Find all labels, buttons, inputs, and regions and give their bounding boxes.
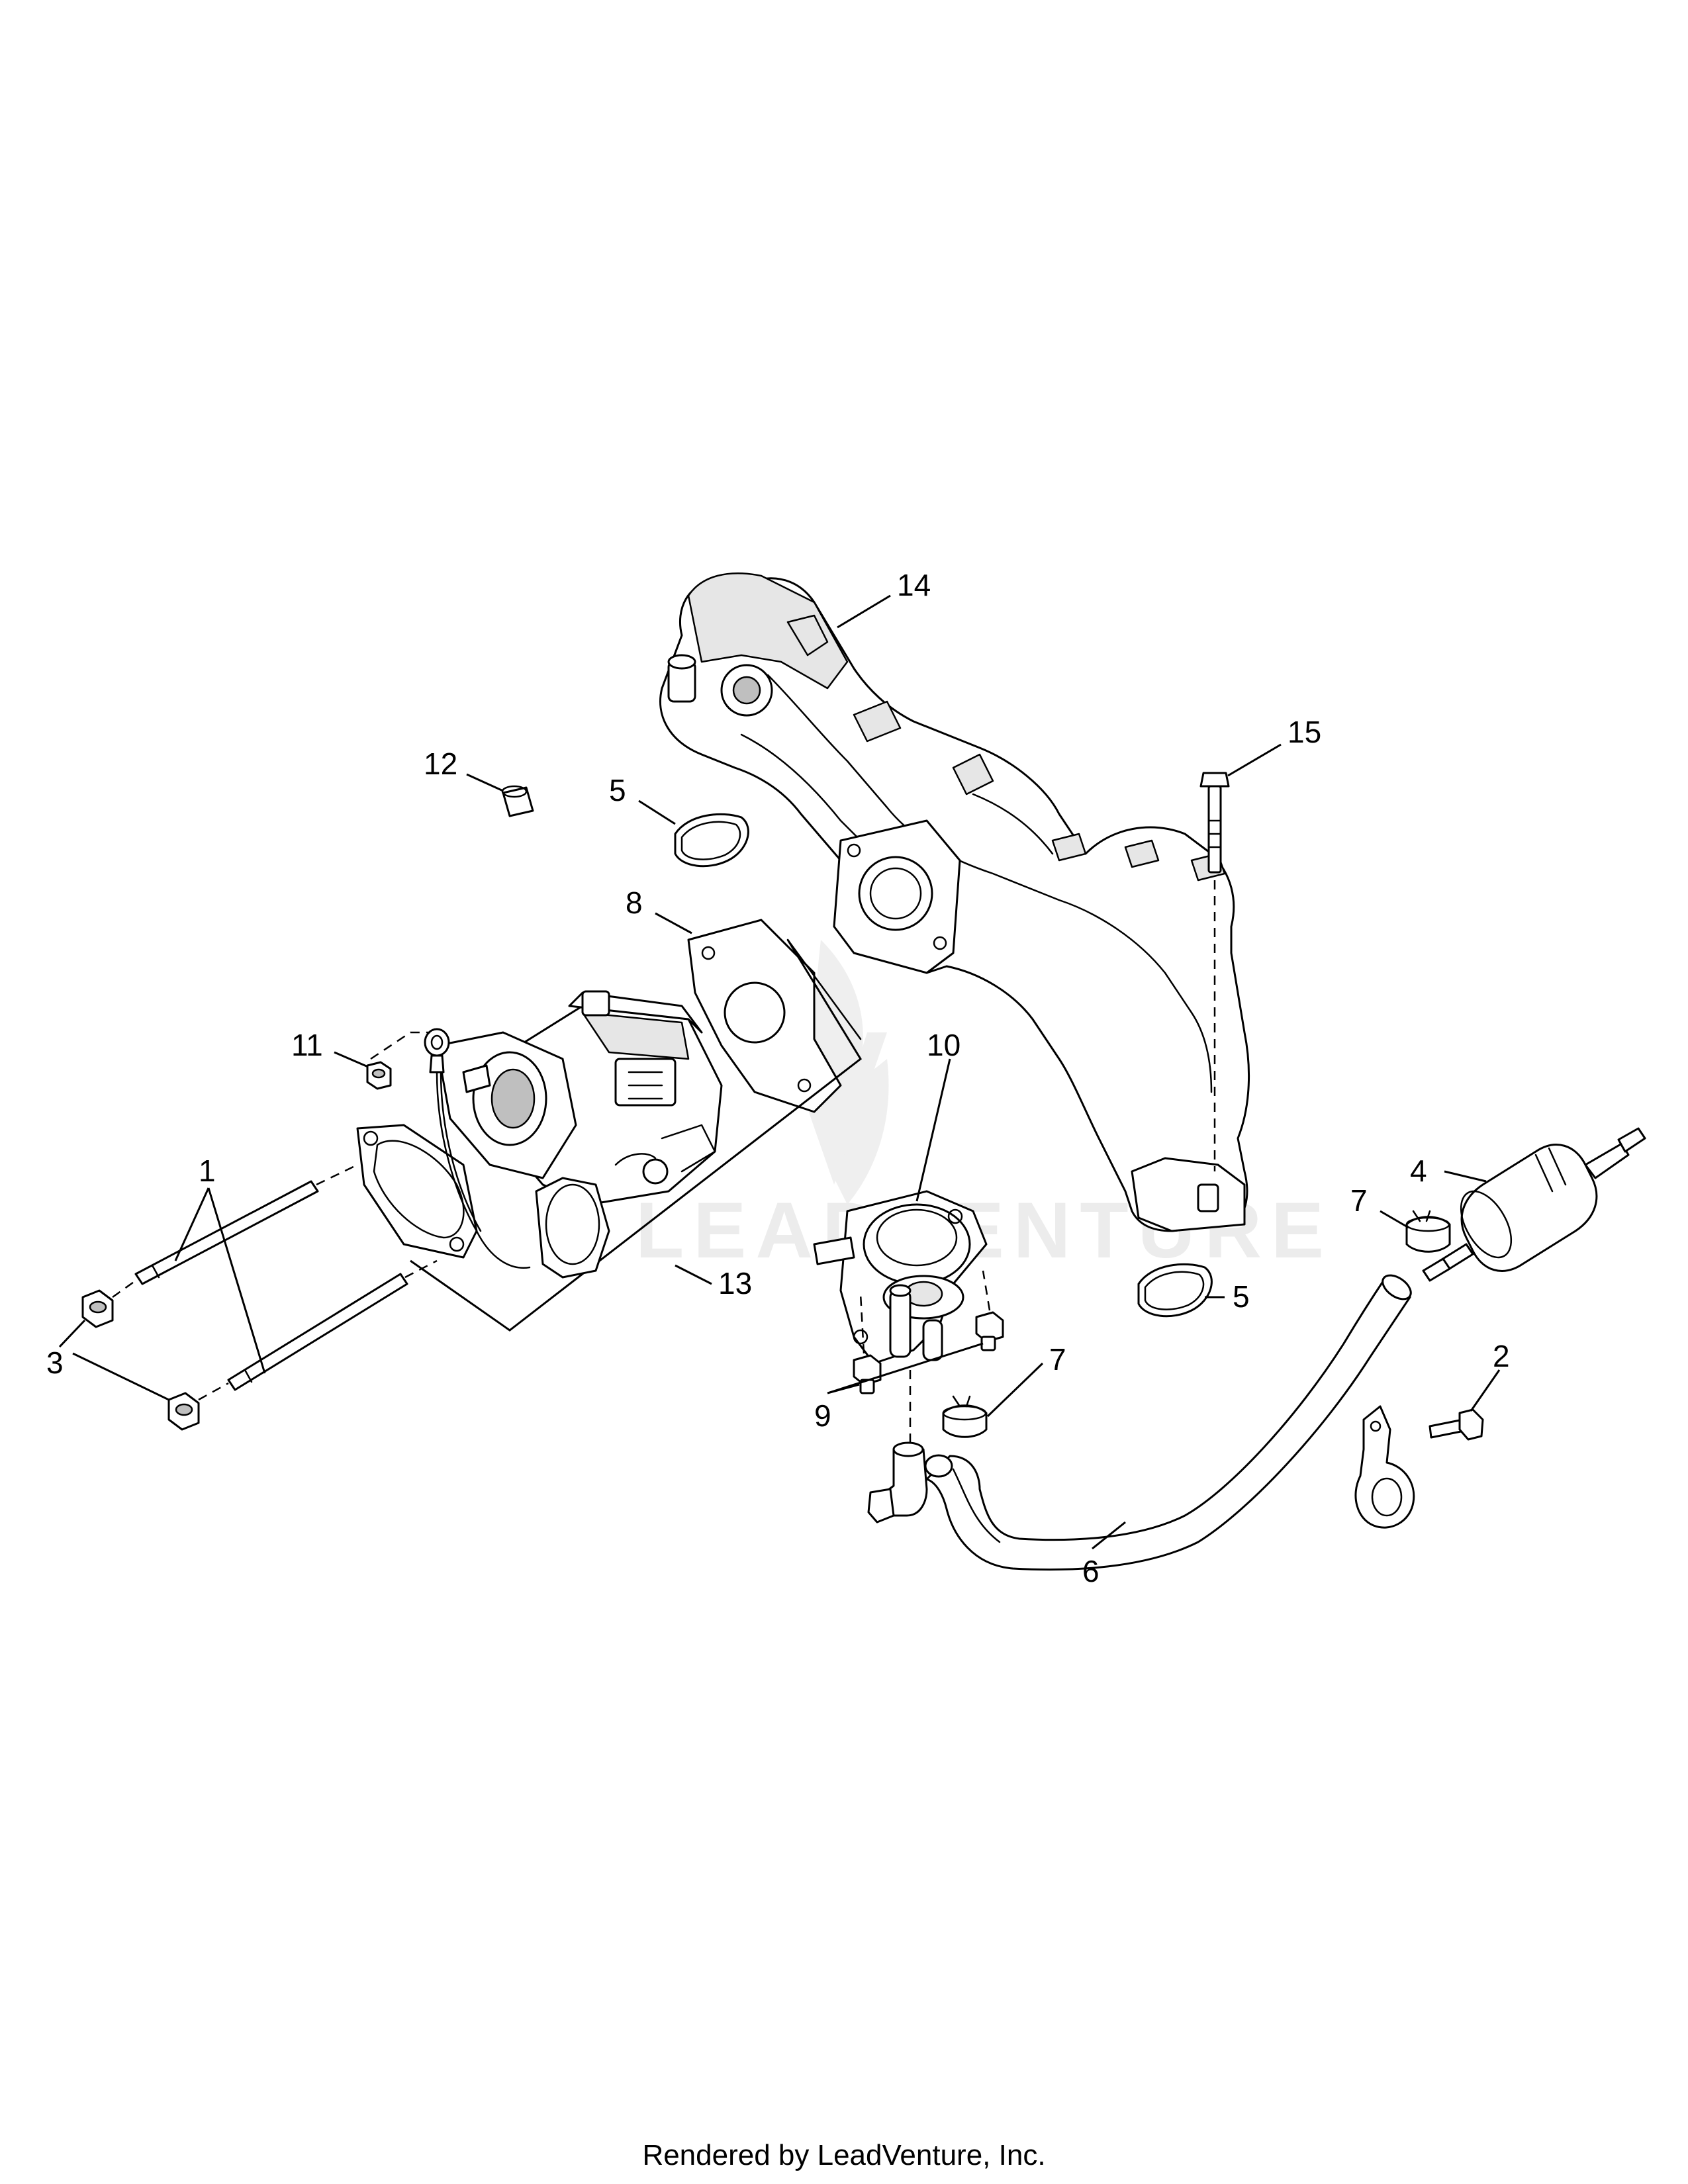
stud-lower[interactable] xyxy=(198,1259,438,1401)
screw-9-left[interactable] xyxy=(853,1293,882,1394)
leader-13 xyxy=(675,1264,712,1285)
nut-3-lower[interactable] xyxy=(167,1392,200,1431)
leader-8 xyxy=(655,912,692,934)
callout-4: 4 xyxy=(1410,1154,1427,1188)
fuel-line[interactable] xyxy=(924,1271,1415,1571)
leader-11 xyxy=(334,1051,369,1068)
leader-lines xyxy=(58,594,1501,1550)
callout-numbers: 14 15 12 5 8 11 10 5 4 1 13 7 3 7 2 9 6 xyxy=(46,568,1510,1588)
leader-10 xyxy=(915,1058,951,1202)
callout-13: 13 xyxy=(718,1266,752,1300)
stud-upper[interactable] xyxy=(112,1163,358,1298)
hose-clamp-lower[interactable] xyxy=(942,1395,988,1438)
leader-4 xyxy=(1444,1170,1487,1183)
nut-11[interactable] xyxy=(366,1031,430,1090)
leader-2 xyxy=(1470,1369,1501,1412)
hose-clamp-upper[interactable] xyxy=(1405,1210,1451,1253)
callout-15: 15 xyxy=(1288,715,1321,749)
carburetor[interactable] xyxy=(356,990,723,1279)
callout-12: 12 xyxy=(424,747,457,781)
callout-7-lower: 7 xyxy=(1049,1342,1066,1377)
bolt-2[interactable] xyxy=(1429,1408,1484,1441)
callout-3: 3 xyxy=(46,1345,64,1380)
fuel-pump[interactable] xyxy=(813,1190,988,1365)
carburetor-group-bracket xyxy=(410,939,862,1332)
leader-7b xyxy=(986,1362,1044,1418)
leader-12 xyxy=(466,773,504,792)
callout-9: 9 xyxy=(814,1398,831,1433)
leader-14 xyxy=(837,594,891,629)
callout-8: 8 xyxy=(626,886,643,920)
callout-11: 11 xyxy=(291,1028,323,1062)
fuel-filter[interactable] xyxy=(1422,1127,1646,1282)
footer-credit: Rendered by LeadVenture, Inc. xyxy=(642,2139,1046,2171)
callout-2: 2 xyxy=(1493,1339,1510,1373)
intake-manifold[interactable] xyxy=(659,572,1250,1232)
callout-7-upper: 7 xyxy=(1350,1183,1368,1218)
leader-5a xyxy=(638,799,676,825)
callout-6: 6 xyxy=(1082,1554,1100,1588)
callout-1: 1 xyxy=(199,1154,216,1188)
leader-1 xyxy=(174,1187,266,1374)
leader-3 xyxy=(58,1319,169,1401)
ground-wire[interactable] xyxy=(424,1028,531,1269)
bolt-15[interactable] xyxy=(1199,772,1230,1171)
leader-15 xyxy=(1227,743,1282,777)
nut-3-upper[interactable] xyxy=(81,1289,114,1328)
hose-clip[interactable] xyxy=(1354,1405,1415,1529)
leader-7a xyxy=(1380,1210,1409,1229)
callout-14: 14 xyxy=(897,568,931,602)
screw-9-right[interactable] xyxy=(975,1270,1004,1351)
gasket-ring-upper[interactable] xyxy=(674,813,749,868)
leader-9 xyxy=(827,1342,984,1394)
callout-5-upper: 5 xyxy=(609,773,626,807)
gasket-ring-lower[interactable] xyxy=(1137,1263,1213,1318)
callout-5-lower: 5 xyxy=(1233,1279,1250,1314)
leader-6 xyxy=(1092,1521,1126,1550)
gasket-plate-8[interactable] xyxy=(687,919,862,1113)
bushing-12[interactable] xyxy=(501,785,534,817)
callout-10: 10 xyxy=(927,1028,961,1062)
elbow-fitting[interactable] xyxy=(867,1363,928,1524)
